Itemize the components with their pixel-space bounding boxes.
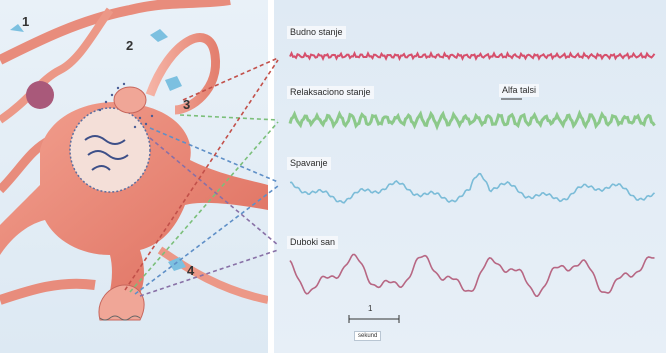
callout-1: 1 <box>22 14 30 29</box>
dendrite-left <box>0 7 114 124</box>
dendrite-right <box>157 246 268 304</box>
callout-4: 4 <box>187 263 195 278</box>
arrow-relaxed-b <box>129 121 279 293</box>
marker-2-icon <box>150 29 168 42</box>
neurotransmitter-dots <box>98 82 154 129</box>
dendrite-top <box>0 0 231 65</box>
callout-3: 3 <box>183 97 191 112</box>
cell-nucleus <box>69 107 151 193</box>
marker-1-icon <box>10 24 24 32</box>
panel-divider <box>268 0 274 353</box>
wave-relaxed <box>288 109 656 131</box>
wave-awake <box>289 50 656 62</box>
neuron-nucleus-small <box>26 81 54 109</box>
scale-value: 1 <box>368 304 373 313</box>
arrow-awake-b <box>124 59 279 291</box>
arrow-relaxed-a <box>179 114 279 121</box>
synapse-bulb-bottom <box>98 284 145 321</box>
label-deep-sleep: Duboki san <box>287 236 339 249</box>
wave-sleep <box>289 172 656 204</box>
marker-3-icon <box>165 76 182 91</box>
neuron-illustration <box>0 0 268 321</box>
label-sleep: Spavanje <box>287 157 331 170</box>
label-awake: Budno stanje <box>287 26 346 39</box>
arrow-deep-b <box>139 249 279 297</box>
neuron-cell-body <box>0 102 268 320</box>
marker-4-icon <box>168 257 186 271</box>
scale-unit: sekund <box>354 331 382 341</box>
synapse-bulb-top <box>113 86 147 114</box>
wave-deep-sleep <box>289 253 655 298</box>
neuron-illustration-panel: 1 2 3 4 <box>0 0 268 353</box>
dendrite-bottom <box>0 278 96 305</box>
axon-loop <box>145 33 220 115</box>
arrow-awake-a <box>182 57 279 101</box>
synaptic-cleft <box>99 315 141 321</box>
arrow-sleep-a <box>149 127 279 183</box>
arrow-deep-a <box>149 137 279 246</box>
callout-2: 2 <box>126 38 134 53</box>
arrow-sleep-b <box>134 185 279 295</box>
label-alpha: Alfa talsi <box>499 84 540 97</box>
chromatin <box>84 135 129 171</box>
label-relaxed: Relaksaciono stanje <box>287 86 374 99</box>
